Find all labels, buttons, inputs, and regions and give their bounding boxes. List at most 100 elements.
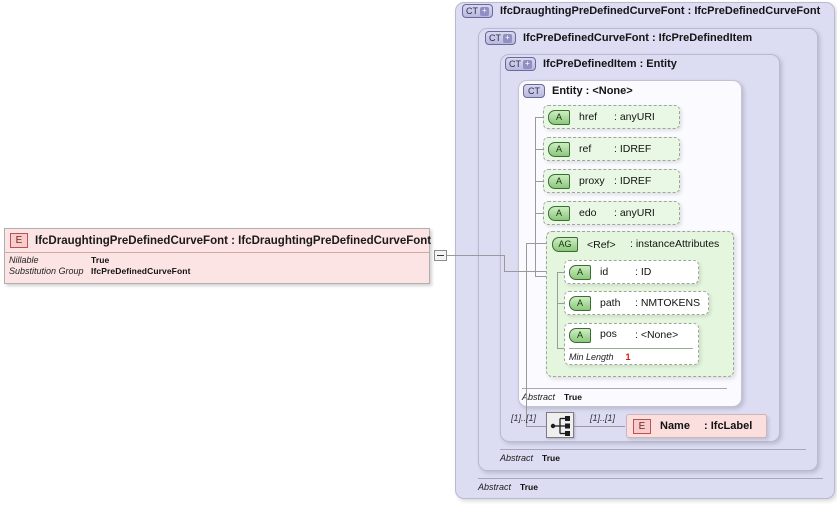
- abstract-label: Abstract: [522, 392, 556, 402]
- complextype-icon[interactable]: CT: [523, 84, 545, 98]
- abstract-label: Abstract: [500, 453, 534, 463]
- property-row: Nillable True: [5, 255, 429, 266]
- complextype-icon[interactable]: CT+: [485, 31, 516, 45]
- attribute-ref[interactable]: A ref : IDREF: [543, 137, 680, 161]
- attribute-edo[interactable]: A edo : anyURI: [543, 201, 680, 225]
- attribute-name: ref: [579, 143, 592, 155]
- attribute-icon: A: [569, 264, 591, 280]
- facet-separator: [569, 348, 693, 349]
- attribute-type: : ID: [635, 266, 652, 278]
- attribute-name: id: [600, 266, 609, 278]
- complextype-title: IfcDraughtingPreDefinedCurveFont : IfcPr…: [500, 5, 821, 17]
- attribute-type: : IDREF: [614, 143, 652, 155]
- cardinality-left: [1]..[1]: [511, 413, 537, 423]
- attribute-name: path: [600, 297, 621, 309]
- facet-value: 1: [625, 352, 631, 362]
- connector-spine-outer: [504, 255, 505, 271]
- attribute-name: href: [579, 111, 598, 123]
- attribute-icon: A: [548, 141, 570, 157]
- expand-plus-icon[interactable]: +: [523, 60, 532, 69]
- element-header: E IfcDraughtingPreDefinedCurveFont : Ifc…: [5, 229, 432, 253]
- connector-seq-left-riser: [526, 271, 527, 426]
- connector-attr-href: [535, 117, 544, 118]
- sequence-compositor-icon[interactable]: [546, 412, 574, 438]
- connector-attribute-spine: [535, 117, 536, 277]
- complextype-badge-label: CT: [466, 6, 478, 16]
- complextype-icon[interactable]: CT+: [462, 4, 493, 18]
- complextype-title: IfcPreDefinedItem : Entity: [543, 58, 677, 70]
- property-value: IfcPreDefinedCurveFont: [91, 266, 191, 276]
- attribute-pos[interactable]: A pos : <None>: [564, 323, 699, 365]
- attribute-icon: A: [569, 295, 591, 311]
- connector-branch-lower: [504, 271, 570, 272]
- complextype-header-4[interactable]: CT Entity : <None>: [523, 84, 633, 98]
- element-name: Name: [660, 420, 690, 432]
- complextype-header-3[interactable]: CT+ IfcPreDefinedItem : Entity: [505, 57, 677, 71]
- attribute-icon: A: [569, 328, 591, 343]
- element-icon: E: [10, 233, 28, 248]
- attribute-group-type: : instanceAttributes: [630, 238, 720, 250]
- attribute-type: : anyURI: [614, 207, 655, 219]
- connector-ag-pos: [557, 348, 565, 349]
- abstract-value: True: [542, 453, 560, 463]
- attribute-name: pos: [600, 328, 617, 340]
- attribute-id[interactable]: A id : ID: [564, 260, 699, 284]
- element-Name[interactable]: E Name : IfcLabel: [626, 414, 767, 438]
- element-title: IfcDraughtingPreDefinedCurveFont : IfcDr…: [35, 234, 432, 247]
- attribute-type: : anyURI: [614, 111, 655, 123]
- attribute-href[interactable]: A href : anyURI: [543, 105, 680, 129]
- abstract-value: True: [564, 392, 582, 402]
- connector-attr-ref: [535, 149, 544, 150]
- attribute-icon: A: [548, 205, 570, 221]
- expand-plus-icon[interactable]: +: [480, 7, 489, 16]
- attribute-proxy[interactable]: A proxy : IDREF: [543, 169, 680, 193]
- facet-label: Min Length: [569, 352, 614, 362]
- element-type: : IfcLabel: [704, 420, 753, 432]
- element-box-IfcDraughtingPreDefinedCurveFont[interactable]: E IfcDraughtingPreDefinedCurveFont : Ifc…: [4, 228, 432, 284]
- attribute-group-icon: AG: [552, 237, 578, 252]
- abstract-row-2: Abstract True: [500, 449, 806, 463]
- sequence-glyph: [550, 416, 570, 436]
- complextype-icon[interactable]: CT+: [505, 57, 536, 71]
- connector-seq-left: [526, 426, 546, 427]
- complextype-title: Entity : <None>: [552, 85, 633, 97]
- connector-attr-edo: [535, 213, 544, 214]
- attribute-group-header[interactable]: AG <Ref> : instanceAttributes: [552, 237, 719, 252]
- attribute-type: : NMTOKENS: [635, 297, 701, 309]
- complextype-header-1[interactable]: CT+ IfcDraughtingPreDefinedCurveFont : I…: [462, 4, 820, 18]
- connector-ag-path: [557, 303, 565, 304]
- connector-ag-id: [557, 272, 565, 273]
- attribute-type: : <None>: [635, 329, 679, 341]
- property-row: Substitution Group IfcPreDefinedCurveFon…: [5, 266, 429, 277]
- connector-spine-mid: [526, 243, 527, 271]
- connector-attr-proxy: [535, 181, 544, 182]
- minus-glyph: [437, 255, 444, 256]
- complextype-badge-label: CT: [509, 59, 521, 69]
- connector-element-to-tree: [447, 255, 504, 256]
- complextype-badge-label: CT: [528, 86, 540, 96]
- attribute-type: : IDREF: [614, 175, 652, 187]
- facet-min-length: Min Length 1: [569, 348, 693, 362]
- complextype-title: IfcPreDefinedCurveFont : IfcPreDefinedIt…: [523, 32, 753, 44]
- abstract-row-1: Abstract True: [478, 478, 823, 492]
- element-properties: Nillable True Substitution Group IfcPreD…: [5, 253, 429, 280]
- abstract-value: True: [520, 482, 538, 492]
- abstract-row-4: Abstract True: [522, 388, 727, 402]
- abstract-separator: [478, 478, 823, 479]
- attribute-path[interactable]: A path : NMTOKENS: [564, 291, 709, 315]
- abstract-separator: [522, 388, 727, 389]
- connector-seq-right: [574, 426, 625, 427]
- expand-plus-icon[interactable]: +: [503, 34, 512, 43]
- attribute-name: edo: [579, 207, 597, 219]
- complextype-header-2[interactable]: CT+ IfcPreDefinedCurveFont : IfcPreDefin…: [485, 31, 752, 45]
- property-key: Nillable: [9, 255, 39, 265]
- attribute-name: proxy: [579, 175, 605, 187]
- cardinality-right: [1]..[1]: [590, 413, 616, 423]
- collapse-toggle-icon[interactable]: [434, 250, 447, 261]
- abstract-label: Abstract: [478, 482, 512, 492]
- connector-ag-spine: [557, 272, 558, 348]
- attribute-icon: A: [548, 173, 570, 189]
- property-key: Substitution Group: [9, 266, 84, 276]
- element-icon: E: [633, 418, 651, 434]
